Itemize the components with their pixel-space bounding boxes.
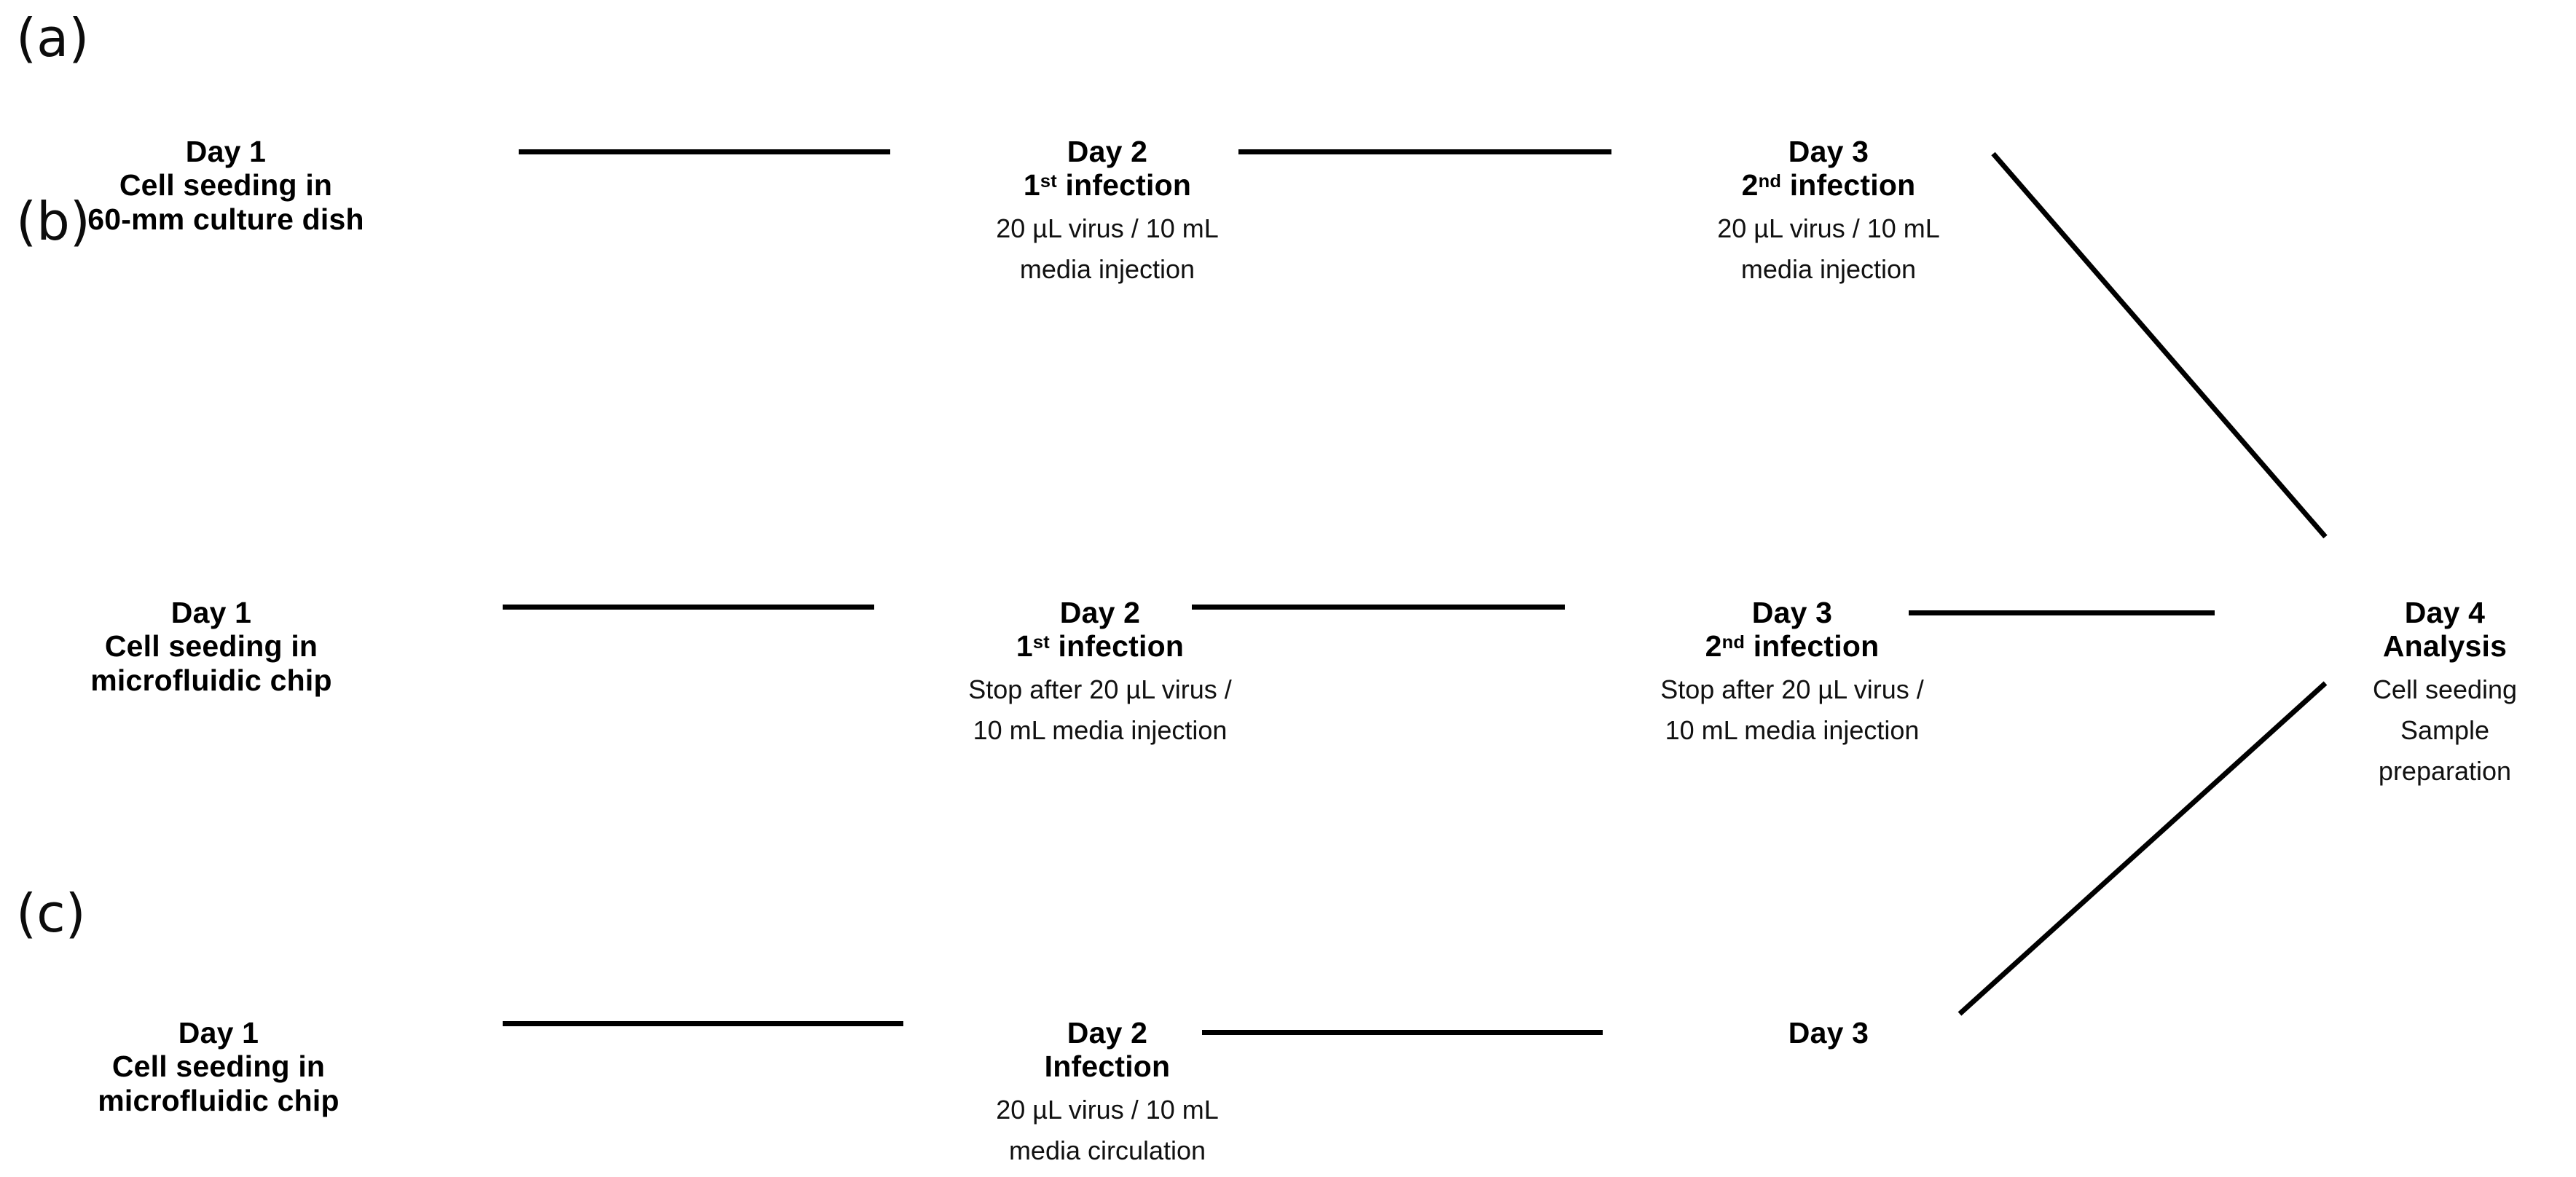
node-b-day2-title: Day 2 — [1059, 595, 1141, 629]
connector-c-to-day4 — [1957, 681, 2328, 1016]
node-b-day3: Day 3 2nd infection Stop after 20 µL vir… — [1625, 596, 1960, 747]
connector-b-day3-day4 — [1909, 610, 2215, 615]
node-b-day2: Day 2 1st infection Stop after 20 µL vir… — [932, 596, 1268, 747]
node-a-day3-detail-line2: media injection — [1740, 253, 1917, 284]
node-a-day1: Day 1 Cell seeding in 60-mm culture dish — [66, 135, 386, 237]
node-b-day3-detail-line2: 10 mL media injection — [1665, 715, 1920, 745]
node-b-day2-detail-line2: 10 mL media injection — [973, 715, 1228, 745]
panel-label-b: (b) — [16, 191, 90, 252]
node-b-day3-title: Day 3 — [1751, 595, 1833, 629]
node-a-day1-title: Day 1 — [185, 134, 267, 168]
node-b-day1-subtitle-line2: microfluidic chip — [90, 663, 332, 697]
node-c-day2-detail-line2: media circulation — [1008, 1135, 1206, 1165]
node-a-day3-subtitle: 2nd infection — [1668, 168, 1989, 202]
node-a-day2-subtitle-prefix: 1 — [1023, 168, 1040, 202]
node-a-day3-subtitle-rest: infection — [1781, 168, 1916, 202]
node-c-day1: Day 1 Cell seeding in microfluidic chip — [58, 1016, 379, 1118]
node-c-day2-subtitle-line1: Infection — [1044, 1050, 1171, 1084]
node-a-day3-title: Day 3 — [1788, 134, 1869, 168]
node-a-day2-subtitle-sup: st — [1040, 170, 1057, 192]
panel-label-c: (c) — [16, 883, 86, 944]
node-a-day1-subtitle-line1: Cell seeding in — [119, 168, 333, 202]
connector-c-day1-day2 — [503, 1021, 903, 1026]
node-day4-detail-line1: Cell seeding — [2372, 674, 2518, 704]
panel-label-a: (a) — [16, 7, 90, 68]
node-a-day2-subtitle: 1st infection — [947, 168, 1268, 202]
node-c-day1-subtitle-line1: Cell seeding in — [111, 1050, 326, 1084]
node-b-day2-subtitle-sup: st — [1032, 631, 1050, 653]
connector-a-day2-day3 — [1238, 149, 1611, 154]
node-c-day2-detail-line1: 20 µL virus / 10 mL — [996, 1094, 1219, 1125]
node-day4-title: Day 4 — [2404, 595, 2486, 629]
node-day4-analysis: Day 4 Analysis Cell seeding Sample prepa… — [2314, 596, 2576, 787]
node-c-day3: Day 3 — [1668, 1016, 1989, 1050]
node-day4-subtitle: Analysis — [2382, 629, 2508, 664]
node-a-day3-detail-line1: 20 µL virus / 10 mL — [1717, 213, 1940, 243]
node-a-day2-detail-line1: 20 µL virus / 10 mL — [996, 213, 1219, 243]
connector-b-day2-day3 — [1192, 605, 1565, 610]
node-b-day3-subtitle-rest: infection — [1745, 629, 1880, 664]
node-a-day3: Day 3 2nd infection 20 µL virus / 10 mL … — [1668, 135, 1989, 286]
node-c-day3-title: Day 3 — [1788, 1015, 1869, 1050]
node-b-day2-subtitle-prefix: 1 — [1016, 629, 1033, 664]
node-day4-detail-line2: Sample — [2400, 715, 2490, 745]
node-c-day2-title: Day 2 — [1067, 1015, 1148, 1050]
node-a-day2-subtitle-rest: infection — [1056, 168, 1192, 202]
node-b-day2-detail-line1: Stop after 20 µL virus / — [968, 674, 1232, 704]
node-a-day1-subtitle-line2: 60-mm culture dish — [87, 202, 364, 236]
node-a-day3-subtitle-prefix: 2 — [1741, 168, 1759, 202]
node-a-day2: Day 2 1st infection 20 µL virus / 10 mL … — [947, 135, 1268, 286]
node-a-day2-title: Day 2 — [1067, 134, 1148, 168]
connector-a-to-day4 — [1991, 151, 2328, 539]
node-b-day2-subtitle: 1st infection — [932, 629, 1268, 664]
node-a-day3-subtitle-sup: nd — [1758, 170, 1782, 192]
connector-c-day2-day3 — [1202, 1030, 1603, 1035]
node-b-day1-title: Day 1 — [170, 595, 252, 629]
node-b-day1: Day 1 Cell seeding in microfluidic chip — [51, 596, 372, 698]
node-day4-detail-line3: preparation — [2378, 755, 2512, 786]
node-c-day1-subtitle-line2: microfluidic chip — [98, 1083, 339, 1117]
node-b-day3-subtitle-sup: nd — [1721, 631, 1746, 653]
node-b-day2-subtitle-rest: infection — [1049, 629, 1185, 664]
node-b-day3-detail-line1: Stop after 20 µL virus / — [1660, 674, 1924, 704]
node-c-day2: Day 2 Infection 20 µL virus / 10 mL medi… — [947, 1016, 1268, 1167]
node-b-day3-subtitle: 2nd infection — [1625, 629, 1960, 664]
node-b-day3-subtitle-prefix: 2 — [1705, 629, 1722, 664]
node-b-day1-subtitle-line1: Cell seeding in — [104, 629, 318, 664]
node-c-day1-title: Day 1 — [178, 1015, 259, 1050]
connector-a-day1-day2 — [519, 149, 890, 154]
connector-b-day1-day2 — [503, 605, 874, 610]
node-a-day2-detail-line2: media injection — [1019, 253, 1195, 284]
